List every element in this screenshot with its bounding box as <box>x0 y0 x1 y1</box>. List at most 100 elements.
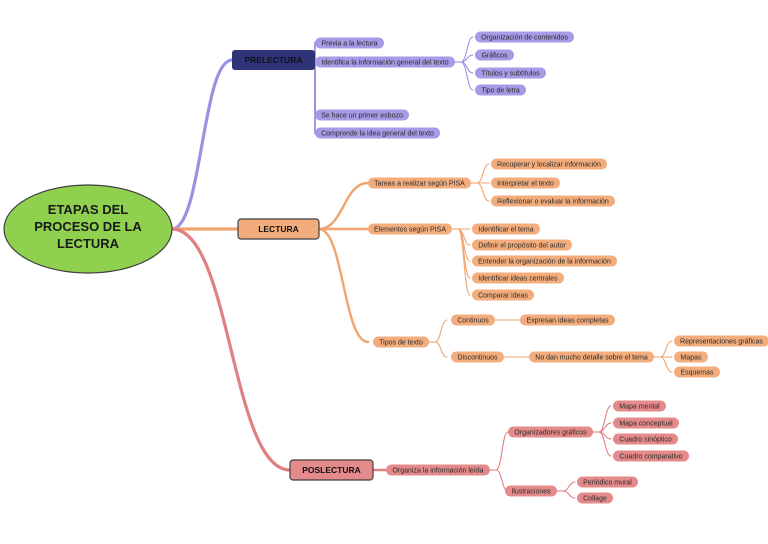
connector <box>170 58 234 231</box>
lectura-subitem-label: Entender la organización de la informaci… <box>478 259 611 266</box>
organizer-item-label: Cuadro comparativo <box>619 454 682 461</box>
organizer-item-box <box>613 433 678 445</box>
lectura-subitem[interactable]: Comparar ideas <box>472 289 534 301</box>
poslectura-subitem-box <box>505 485 557 497</box>
lectura-subitem-box <box>472 272 564 284</box>
prelectura-subitem[interactable]: Gráficos <box>475 49 514 61</box>
text-type-subitem-box <box>674 335 768 347</box>
central-topic-ellipse <box>3 184 173 274</box>
prelectura-item-box <box>315 127 440 139</box>
prelectura-subitem-box <box>475 31 574 43</box>
prelectura-item-label: Identifica la información general del te… <box>321 60 448 67</box>
text-type-subitem[interactable]: Mapas <box>674 351 708 363</box>
poslectura-subitem[interactable]: Ilustraciones <box>505 485 557 497</box>
prelectura-subitem-box <box>475 84 526 96</box>
organizer-item-box <box>613 400 666 412</box>
illustration-item[interactable]: Periódico mural <box>577 476 638 488</box>
connector <box>562 490 576 499</box>
connector <box>562 481 576 492</box>
connector-lines <box>170 36 673 499</box>
text-type-item-label: Discontinuos <box>457 355 498 362</box>
prelectura-item-label: Se hace un primer esbozo <box>321 113 403 120</box>
text-type-item-label: Continuos <box>457 318 489 325</box>
poslectura-subitem[interactable]: Organizadores gráficos <box>508 426 593 438</box>
lectura-subitem-box <box>472 255 617 267</box>
lectura-subitem-label: Reflexionar o evaluar la información <box>497 199 609 206</box>
text-type-detail[interactable]: Expresan ideas completas <box>520 314 615 326</box>
connector <box>457 228 471 296</box>
poslectura-item[interactable]: Organiza la información leída <box>386 464 490 476</box>
organizer-item[interactable]: Mapa conceptual <box>613 417 679 429</box>
prelectura-node[interactable]: PRELECTURA <box>232 50 315 70</box>
organizer-item[interactable]: Cuadro comparativo <box>613 450 689 462</box>
prelectura-item-label: Previa a la lectura <box>321 41 377 48</box>
lectura-subitem-label: Comparar ideas <box>478 293 528 300</box>
lectura-subitem-label: Recuperar y localizar información <box>497 162 601 169</box>
prelectura-item-label: Comprende la idea general del texto <box>321 131 434 138</box>
text-type-subitem-label: Representaciones gráficas <box>680 339 763 346</box>
text-type-item-box <box>451 314 495 326</box>
prelectura-subitem-label: Gráficos <box>481 53 508 60</box>
prelectura-item[interactable]: Previa a la lectura <box>315 37 384 49</box>
lectura-item[interactable]: Elementos según PISA <box>368 223 452 235</box>
lectura-node[interactable]: LECTURA <box>237 218 320 240</box>
lectura-subitem[interactable]: Recuperar y localizar información <box>491 158 607 170</box>
lectura-subitem[interactable]: Identificar ideas centrales <box>472 272 564 284</box>
lectura-subitem-label: Interpretar el texto <box>497 181 554 188</box>
prelectura-item-box <box>315 56 455 68</box>
lectura-item-box <box>368 223 452 235</box>
prelectura-subitem[interactable]: Títulos y subtítulos <box>475 67 546 79</box>
poslectura-subitem-label: Organizadores gráficos <box>514 430 587 437</box>
lectura-subitem-box <box>491 177 560 189</box>
prelectura-subitem-label: Títulos y subtítulos <box>481 71 540 78</box>
prelectura-subitem[interactable]: Organización de contenidos <box>475 31 574 43</box>
central-topic-line: LECTURA <box>57 236 120 251</box>
illustration-item[interactable]: Collage <box>577 492 613 504</box>
organizer-item-label: Cuadro sinóptico <box>619 437 672 444</box>
prelectura-item-box <box>315 37 384 49</box>
text-type-item[interactable]: Continuos <box>451 314 495 326</box>
prelectura-item[interactable]: Se hace un primer esbozo <box>315 109 409 121</box>
poslectura-item-box <box>386 464 490 476</box>
organizer-item[interactable]: Cuadro sinóptico <box>613 433 678 445</box>
text-type-subitem[interactable]: Representaciones gráficas <box>674 335 768 347</box>
prelectura-item[interactable]: Comprende la idea general del texto <box>315 127 440 139</box>
lectura-node-label: LECTURA <box>258 224 299 234</box>
poslectura-item-label: Organiza la información leída <box>392 468 483 475</box>
lectura-subitem[interactable]: Reflexionar o evaluar la información <box>491 195 615 207</box>
connector <box>434 319 448 343</box>
illustration-item-label: Collage <box>583 496 607 503</box>
lectura-subitem-label: Identificar ideas centrales <box>478 276 558 283</box>
connector <box>476 163 490 184</box>
text-type-subitem-label: Esquemas <box>680 370 714 377</box>
prelectura-subitem-box <box>475 49 514 61</box>
connector <box>317 181 370 231</box>
lectura-subitem[interactable]: Entender la organización de la informaci… <box>472 255 617 267</box>
prelectura-node-label: PRELECTURA <box>244 55 302 65</box>
text-type-item[interactable]: Discontinuos <box>451 351 504 363</box>
lectura-item-box <box>373 336 429 348</box>
organizer-item-label: Mapa mental <box>619 404 660 411</box>
text-type-detail[interactable]: No dan mucho detalle sobre el tema <box>529 351 654 363</box>
lectura-node-box <box>237 218 320 240</box>
poslectura-subitem-box <box>508 426 593 438</box>
poslectura-node-box <box>289 459 374 481</box>
connector <box>476 182 490 202</box>
lectura-item[interactable]: Tipos de texto <box>373 336 429 348</box>
lectura-subitem[interactable]: Identificar el tema <box>472 223 540 235</box>
lectura-subitem[interactable]: Interpretar el texto <box>491 177 560 189</box>
text-type-subitem[interactable]: Esquemas <box>674 366 720 378</box>
organizer-item[interactable]: Mapa mental <box>613 400 666 412</box>
lectura-subitem[interactable]: Definir el propósito del autor <box>472 239 572 251</box>
lectura-subitem-label: Identificar el tema <box>478 227 533 234</box>
connector <box>495 431 509 471</box>
text-type-subitem-box <box>674 366 720 378</box>
illustration-item-label: Periódico mural <box>583 480 632 487</box>
prelectura-subitem[interactable]: Tipo de letra <box>475 84 526 96</box>
prelectura-item[interactable]: Identifica la información general del te… <box>315 56 455 68</box>
lectura-item[interactable]: Tareas a realizar según PISA <box>368 177 471 189</box>
prelectura-subitem-box <box>475 67 546 79</box>
poslectura-node[interactable]: POSLECTURA <box>289 459 374 481</box>
